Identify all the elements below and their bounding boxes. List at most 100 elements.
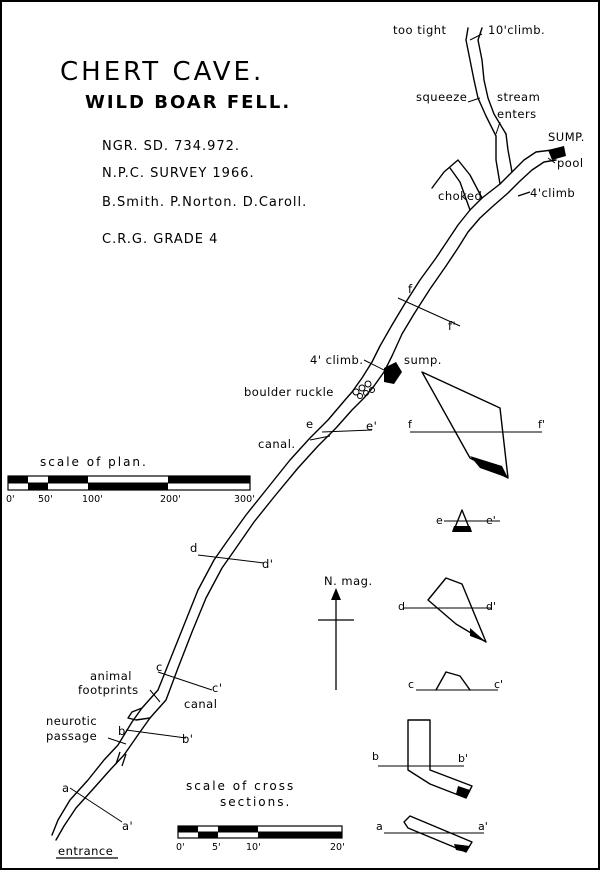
pointer-4ft-climb: [363, 359, 385, 371]
section-d-left: d: [398, 600, 405, 613]
station-e-prime: e': [366, 419, 377, 433]
section-scale-tick-0: 0': [176, 842, 185, 853]
label-footprints: footprints: [78, 683, 139, 697]
cross-section-b: b b': [372, 719, 473, 799]
north-arrow: N. mag.: [318, 574, 373, 690]
section-scale-tick-5: 5': [212, 842, 221, 853]
boulder-ruckle-symbol: [352, 380, 375, 399]
station-a: a: [62, 781, 70, 795]
label-enters: enters: [497, 107, 537, 121]
label-stream: stream: [497, 90, 540, 104]
label-sump-upper: SUMP.: [548, 130, 585, 144]
station-f-prime: f': [448, 319, 456, 333]
plan-section-lines: [69, 297, 461, 823]
label-too-tight: too tight: [393, 23, 447, 37]
section-a-left: a: [376, 820, 383, 833]
section-f-right: f': [538, 418, 545, 431]
survey-subtitle: WILD BOAR FELL.: [85, 92, 291, 113]
label-canal-upper: canal.: [258, 437, 296, 451]
pointer-stream: [495, 121, 501, 135]
station-e: e: [306, 417, 314, 431]
pointer-too-tight: [469, 33, 483, 41]
section-e-left: e: [436, 514, 443, 527]
station-a-prime: a': [122, 819, 133, 833]
label-passage: passage: [46, 729, 97, 743]
section-c-right: c': [494, 678, 503, 691]
label-4ft-climb-upper: 4'climb: [530, 186, 575, 200]
plan-scale-tick-100: 100': [82, 494, 103, 505]
climb-mark-lower-2: [121, 753, 127, 767]
station-f: f: [408, 282, 413, 296]
survey-credit: N.P.C. SURVEY 1966.: [102, 166, 255, 181]
pointer-neurotic: [107, 737, 127, 745]
cross-section-e: e e': [436, 509, 500, 532]
label-10ft-climb: 10'climb.: [488, 23, 545, 37]
cross-section-a: a a': [376, 815, 488, 853]
section-scale-title-2: sections.: [220, 795, 291, 809]
section-b-left: b: [372, 750, 379, 763]
stream-passage: [495, 133, 513, 185]
north-label: N. mag.: [324, 574, 373, 588]
survey-grade: C.R.G. GRADE 4: [102, 232, 218, 247]
section-d-right: d': [486, 600, 496, 613]
section-line-b: [125, 729, 187, 739]
section-line-f: [397, 297, 461, 327]
section-scale-bar: scale of cross sections. 0' 5' 10' 20': [176, 779, 345, 853]
climb-mark-lower: [115, 751, 121, 765]
station-d-prime: d': [262, 557, 273, 571]
pointer-footprints: [149, 689, 161, 703]
label-neurotic: neurotic: [46, 714, 97, 728]
plan-scale-tick-50: 50': [38, 494, 53, 505]
section-b-right: b': [458, 752, 468, 765]
pointer-pool: [547, 157, 556, 164]
section-line-c: [157, 671, 213, 691]
choked-branch: [431, 159, 483, 211]
label-4ft-climb-middle: 4' climb.: [310, 353, 364, 367]
middle-sump: [384, 362, 402, 384]
station-d: d: [190, 541, 198, 555]
section-line-e: [321, 429, 373, 433]
cross-section-c: c c': [408, 671, 503, 691]
section-scale-title-1: scale of cross: [186, 779, 295, 793]
upper-passage: [465, 27, 507, 137]
section-c-left: c: [408, 678, 414, 691]
station-c-prime: c': [212, 681, 222, 695]
pointer-squeeze: [467, 97, 481, 103]
label-animal: animal: [90, 669, 132, 683]
section-e-right: e': [486, 514, 496, 527]
section-a-right: a': [478, 820, 488, 833]
climb-mark-upper: [517, 191, 531, 197]
label-boulder-ruckle: boulder ruckle: [244, 385, 334, 399]
lower-canal-branch: [127, 707, 151, 721]
label-sump-middle: sump.: [404, 353, 442, 367]
plan-scale-tick-200: 200': [160, 494, 181, 505]
section-line-a: [69, 787, 123, 823]
label-squeeze: squeeze: [416, 90, 467, 104]
survey-title: CHERT CAVE.: [60, 57, 264, 87]
plan-scale-tick-0: 0': [6, 494, 15, 505]
surveyor-names: B.Smith. P.Norton. D.Caroll.: [102, 195, 307, 210]
plan-scale-title: scale of plan.: [40, 455, 148, 469]
cross-section-d: d d': [398, 577, 496, 643]
station-c: c: [156, 660, 163, 674]
section-scale-tick-20: 20': [330, 842, 345, 853]
label-canal-lower: canal: [184, 697, 217, 711]
label-entrance: entrance: [58, 844, 113, 858]
section-f-left: f: [408, 418, 413, 431]
label-pool: pool: [557, 156, 584, 170]
pointer-canal: [309, 435, 331, 441]
section-scale-tick-10: 10': [246, 842, 261, 853]
grid-reference: NGR. SD. 734.972.: [102, 139, 240, 154]
station-b: b: [118, 724, 126, 738]
plan-scale-tick-300: 300': [234, 494, 255, 505]
plan-scale-bar: scale of plan. 0' 50' 100' 200' 300': [6, 455, 255, 505]
station-b-prime: b': [182, 732, 193, 746]
cross-sections: f f' e e' d d' c c': [372, 371, 545, 853]
upper-sump: [548, 146, 566, 160]
label-choked: choked: [438, 189, 482, 203]
section-line-d: [197, 554, 265, 564]
cross-section-f: f f': [408, 371, 545, 479]
